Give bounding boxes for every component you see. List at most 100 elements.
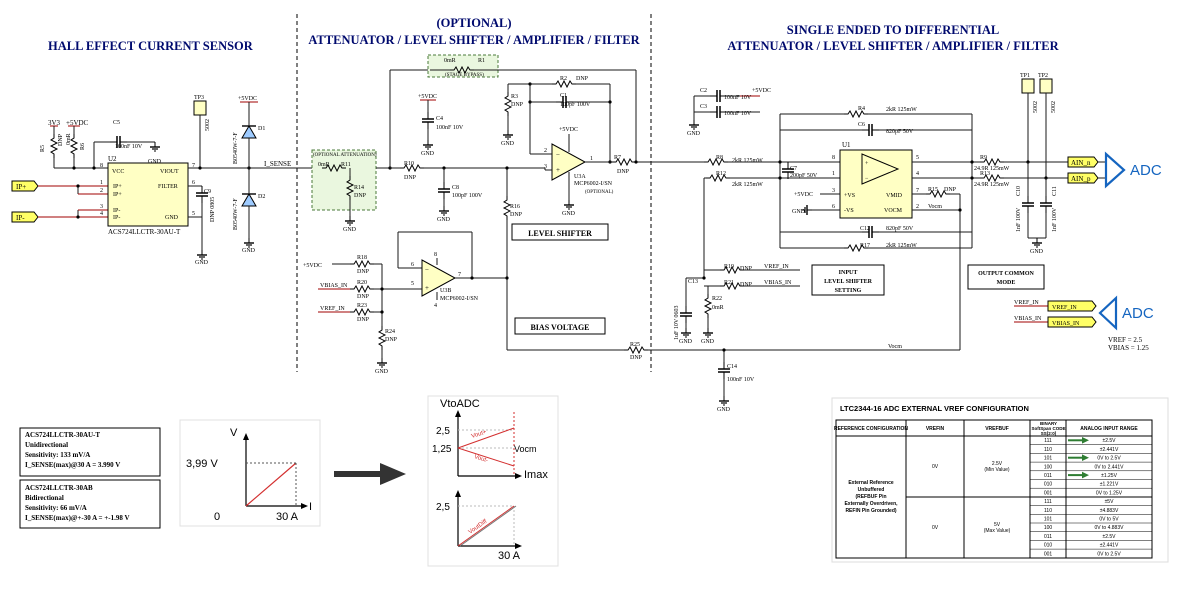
port-vbias-in[interactable] <box>1047 316 1097 328</box>
net-i-sense: I_SENSE <box>264 160 291 168</box>
c7-val: 200pF 50V <box>790 173 818 179</box>
r14-val: DNP <box>354 193 367 199</box>
port-ain-p-label: AIN_p <box>1071 175 1091 183</box>
table-cell-code: 111 <box>1044 438 1052 444</box>
net-3v3: 3V3 <box>48 119 61 127</box>
graph2-voutp <box>457 427 515 449</box>
u1-vs-plus: +VS <box>844 193 855 199</box>
opamp-u3b[interactable] <box>421 259 457 297</box>
table-cell-range: ±2.5V <box>1102 438 1116 444</box>
th-ref-config: REFERENCE CONFIGURATION <box>834 426 908 432</box>
title-optional: (OPTIONAL) <box>437 16 512 30</box>
d2-part: B0540W-7-F <box>233 198 239 230</box>
table-cell-range: ±1.25V <box>1101 473 1117 479</box>
c2-val: 100nF 10V <box>724 95 752 101</box>
r10-label: R10 <box>404 161 414 167</box>
r3-val: DNP <box>511 102 524 108</box>
graph1-line <box>245 462 297 507</box>
table-cell-code: 111 <box>1044 499 1052 505</box>
net-vref-in-left: VREF_IN <box>320 306 345 312</box>
gnd-r14: GND <box>343 227 357 233</box>
svg-text:3: 3 <box>832 188 835 194</box>
r6-label: R6 <box>80 143 86 150</box>
ic-u1[interactable] <box>839 149 913 219</box>
r5-label: R5 <box>40 145 46 152</box>
r24-label: R24 <box>385 329 395 335</box>
table-cell-code: 001 <box>1044 490 1053 496</box>
r17-label: R17 <box>860 243 870 249</box>
r9-val: 24.9R 125mW <box>974 166 1010 172</box>
th-softspan-wrap: BINARY SoftSpan CODE SS[2:0] <box>1031 421 1065 436</box>
c3-val: 100nF 10V <box>724 111 752 117</box>
graph1-vmax: 3,99 V <box>186 458 218 470</box>
u1-vocm: VOCM <box>884 208 903 214</box>
port-vref-in-label: VREF_IN <box>1052 305 1077 311</box>
tp2-val: 5002 <box>1051 101 1057 113</box>
gnd-r24: GND <box>375 369 389 375</box>
r18-label: R18 <box>357 255 367 261</box>
vbias-note: VBIAS = 1.25 <box>1108 344 1149 352</box>
test-point-tp3[interactable] <box>193 100 207 116</box>
svg-text:5: 5 <box>916 155 919 161</box>
svg-text:7: 7 <box>192 163 195 169</box>
c6-val: 820pF 50V <box>886 129 914 135</box>
graph2-y3: 2,5 <box>436 502 450 513</box>
port-ip-plus[interactable] <box>11 180 39 192</box>
port-ip-minus[interactable] <box>11 211 39 223</box>
svg-text:1: 1 <box>832 171 835 177</box>
table-cell-code: 110 <box>1044 447 1052 453</box>
svg-text:6: 6 <box>192 180 195 186</box>
table-cell-code: 010 <box>1044 482 1053 488</box>
th-vrefin: VREFIN <box>926 426 945 432</box>
c8-label: C8 <box>452 185 459 191</box>
u2-filter: FILTER <box>158 184 178 190</box>
r16-label: R16 <box>510 204 520 210</box>
r15-label: R15 <box>928 187 938 193</box>
net-vbias-in-right: VBIAS_IN <box>1014 316 1042 322</box>
svg-text:4: 4 <box>916 171 919 177</box>
svg-text:5: 5 <box>192 211 195 217</box>
opamp-u3a[interactable] <box>551 143 587 181</box>
th-analog-range: ANALOG INPUT RANGE <box>1080 426 1138 432</box>
u2-viout: VIOUT <box>160 169 179 175</box>
c5-label: C5 <box>113 120 120 126</box>
graph2-title: VtoADC <box>440 398 480 410</box>
gnd-d2: GND <box>242 248 256 254</box>
title-optional-stage: ATTENUATOR / LEVEL SHIFTER / AMPLIFIER /… <box>308 33 640 47</box>
c6-label: C6 <box>858 122 865 128</box>
title-se-to-diff: SINGLE ENDED TO DIFFERENTIAL <box>787 23 999 37</box>
c7-label: C7 <box>790 166 797 172</box>
diff-stage-section: +5VDC C2 100nF 10V C3 100nF 10V GND R4 2… <box>674 73 1162 413</box>
note1-sens: Sensitivity: 133 mV/A <box>25 451 90 459</box>
net-5vdc-diode: +5VDC <box>238 96 257 102</box>
table-cell-range: ±2.441V <box>1100 447 1119 453</box>
net-5vdc-u1: +5VDC <box>794 192 813 198</box>
svg-text:2: 2 <box>916 204 919 210</box>
c11-val: 1nF 100V <box>1052 207 1058 232</box>
adc-label-bottom: ADC <box>1122 305 1154 322</box>
table-cell-range: 0V to 2.441V <box>1095 464 1125 470</box>
vref-config-table: LTC2344-16 ADC EXTERNAL VREF CONFIGURATI… <box>831 397 1169 563</box>
u3a-minus: − <box>556 151 560 159</box>
d1-part: B0540W-7-F <box>233 132 239 164</box>
title-se-stage: ATTENUATOR / LEVEL SHIFTER / AMPLIFIER /… <box>727 39 1059 53</box>
test-point-tp2[interactable] <box>1039 78 1053 94</box>
capacitor-c13 <box>679 305 693 324</box>
resistor-r23 <box>349 308 375 316</box>
green-arrow-icon <box>1068 454 1089 461</box>
port-vref-in[interactable] <box>1047 300 1097 312</box>
table-cell-code: 010 <box>1044 543 1053 549</box>
ic-u2[interactable] <box>107 162 189 227</box>
th-vrefbuf: VREFBUF <box>985 426 1009 432</box>
port-ain-p[interactable] <box>1067 172 1099 184</box>
gnd-r22: GND <box>701 339 715 345</box>
port-ain-n[interactable] <box>1067 156 1099 168</box>
graph1-i: I <box>309 501 312 513</box>
input-ls-line1: INPUT <box>839 270 858 276</box>
opt-atten-label: (OPTIONAL ATTENUATION) <box>313 153 377 158</box>
test-point-tp1[interactable] <box>1021 78 1035 94</box>
vrefbuf-1b: (Max Value) <box>984 528 1011 534</box>
graph2-voutp-label: Vout+ <box>471 429 488 440</box>
gnd-c4: GND <box>421 151 435 157</box>
